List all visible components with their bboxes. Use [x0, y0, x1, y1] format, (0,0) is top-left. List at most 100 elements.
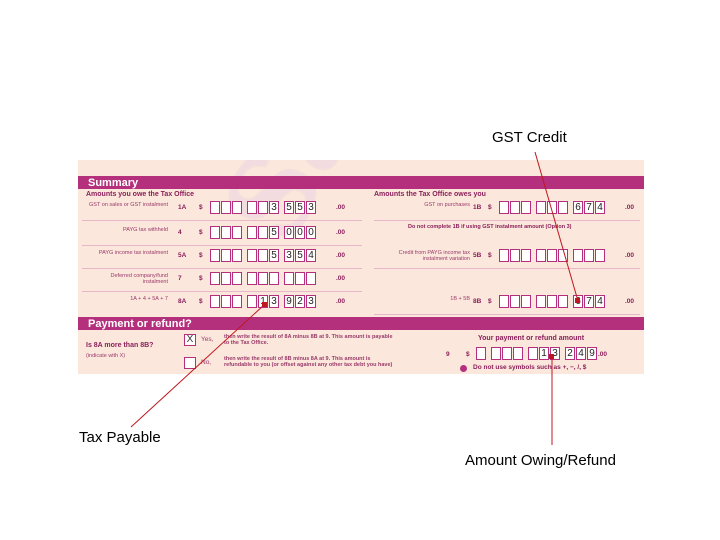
digit-cell[interactable] [210, 201, 220, 214]
amount-field[interactable] [210, 272, 317, 285]
digit-cell[interactable] [510, 201, 520, 214]
digit-cell[interactable] [499, 201, 509, 214]
digit-cell[interactable] [210, 226, 220, 239]
row-cents: .00 [625, 204, 635, 211]
digit-cell[interactable] [510, 295, 520, 308]
digit-cell[interactable] [295, 272, 305, 285]
digit-cell[interactable]: 3 [269, 295, 279, 308]
digit-cell[interactable] [499, 295, 509, 308]
digit-cell[interactable]: 3 [284, 249, 294, 262]
digit-cell[interactable] [210, 272, 220, 285]
digit-cell[interactable]: 9 [284, 295, 294, 308]
digit-cell[interactable]: 4 [595, 201, 605, 214]
digit-cell[interactable] [573, 249, 583, 262]
digit-cell[interactable]: 7 [584, 201, 594, 214]
digit-cell[interactable] [513, 347, 523, 360]
digit-cell[interactable] [221, 249, 231, 262]
digit-cell[interactable] [491, 347, 501, 360]
digit-cell[interactable] [258, 272, 268, 285]
digit-cell[interactable] [476, 347, 486, 360]
digit-cell[interactable] [247, 295, 257, 308]
digit-cell[interactable]: 3 [306, 295, 316, 308]
digit-cell[interactable] [536, 249, 546, 262]
digit-cell[interactable] [521, 201, 531, 214]
digit-cell[interactable] [269, 272, 279, 285]
digit-cell[interactable] [258, 249, 268, 262]
digit-cell[interactable] [232, 295, 242, 308]
digit-cell[interactable] [584, 249, 594, 262]
digit-cell[interactable]: 0 [306, 226, 316, 239]
digit-cell[interactable] [502, 347, 512, 360]
digit-cell[interactable] [306, 272, 316, 285]
row-label: PAYG income tax instalment [98, 250, 168, 256]
digit-cell[interactable]: 1 [539, 347, 549, 360]
question-label: Is 8A more than 8B? [86, 342, 154, 349]
row-separator [374, 268, 640, 269]
digit-cell[interactable] [558, 295, 568, 308]
row-separator [82, 291, 362, 292]
row-code: 1B [473, 204, 482, 211]
digit-cell[interactable]: 3 [269, 201, 279, 214]
digit-cell[interactable]: 3 [306, 201, 316, 214]
digit-cell[interactable]: 0 [284, 226, 294, 239]
digit-cell[interactable]: 4 [576, 347, 586, 360]
digit-cell[interactable] [221, 272, 231, 285]
digit-cell[interactable] [510, 249, 520, 262]
digit-cell[interactable] [247, 249, 257, 262]
digit-cell[interactable] [221, 201, 231, 214]
digit-cell[interactable] [247, 201, 257, 214]
digit-cell[interactable] [547, 249, 557, 262]
digit-cell[interactable]: 1 [258, 295, 268, 308]
digit-cell[interactable] [247, 226, 257, 239]
digit-cell[interactable] [521, 249, 531, 262]
digit-cell[interactable] [595, 249, 605, 262]
yes-checkbox[interactable]: X [184, 334, 196, 346]
digit-cell[interactable] [232, 272, 242, 285]
digit-cell[interactable]: 5 [295, 249, 305, 262]
amount-owing-callout: Amount Owing/Refund [465, 452, 616, 469]
digit-cell[interactable]: 4 [306, 249, 316, 262]
digit-cell[interactable] [221, 295, 231, 308]
digit-cell[interactable]: 0 [295, 226, 305, 239]
no-text: then write the result of 8B minus 8A at … [224, 356, 393, 368]
digit-cell[interactable] [547, 295, 557, 308]
no-checkbox[interactable] [184, 357, 196, 369]
digit-cell[interactable]: 2 [565, 347, 575, 360]
digit-cell[interactable] [284, 272, 294, 285]
digit-cell[interactable]: 6 [573, 201, 583, 214]
digit-cell[interactable]: 3 [550, 347, 560, 360]
digit-cell[interactable] [221, 226, 231, 239]
payment-cents: .00 [598, 351, 608, 358]
digit-cell[interactable] [558, 201, 568, 214]
digit-cell[interactable] [258, 201, 268, 214]
digit-cell[interactable] [258, 226, 268, 239]
digit-cell[interactable]: 5 [269, 249, 279, 262]
digit-cell[interactable]: 5 [284, 201, 294, 214]
digit-cell[interactable] [499, 249, 509, 262]
digit-cell[interactable] [232, 249, 242, 262]
digit-cell[interactable] [521, 295, 531, 308]
digit-cell[interactable]: 5 [269, 226, 279, 239]
digit-cell[interactable] [536, 295, 546, 308]
digit-cell[interactable] [232, 201, 242, 214]
digit-cell[interactable] [528, 347, 538, 360]
digit-cell[interactable] [232, 226, 242, 239]
digit-cell[interactable] [536, 201, 546, 214]
digit-cell[interactable]: 7 [584, 295, 594, 308]
digit-cell[interactable] [210, 249, 220, 262]
digit-cell[interactable] [547, 201, 557, 214]
digit-cell[interactable]: 2 [295, 295, 305, 308]
digit-cell[interactable]: 9 [587, 347, 597, 360]
amount-field[interactable] [499, 249, 606, 262]
payment-title: Payment or refund? [88, 318, 192, 330]
digit-cell[interactable]: 4 [595, 295, 605, 308]
digit-cell[interactable]: 5 [295, 201, 305, 214]
digit-cell[interactable] [210, 295, 220, 308]
digit-cell[interactable] [247, 272, 257, 285]
